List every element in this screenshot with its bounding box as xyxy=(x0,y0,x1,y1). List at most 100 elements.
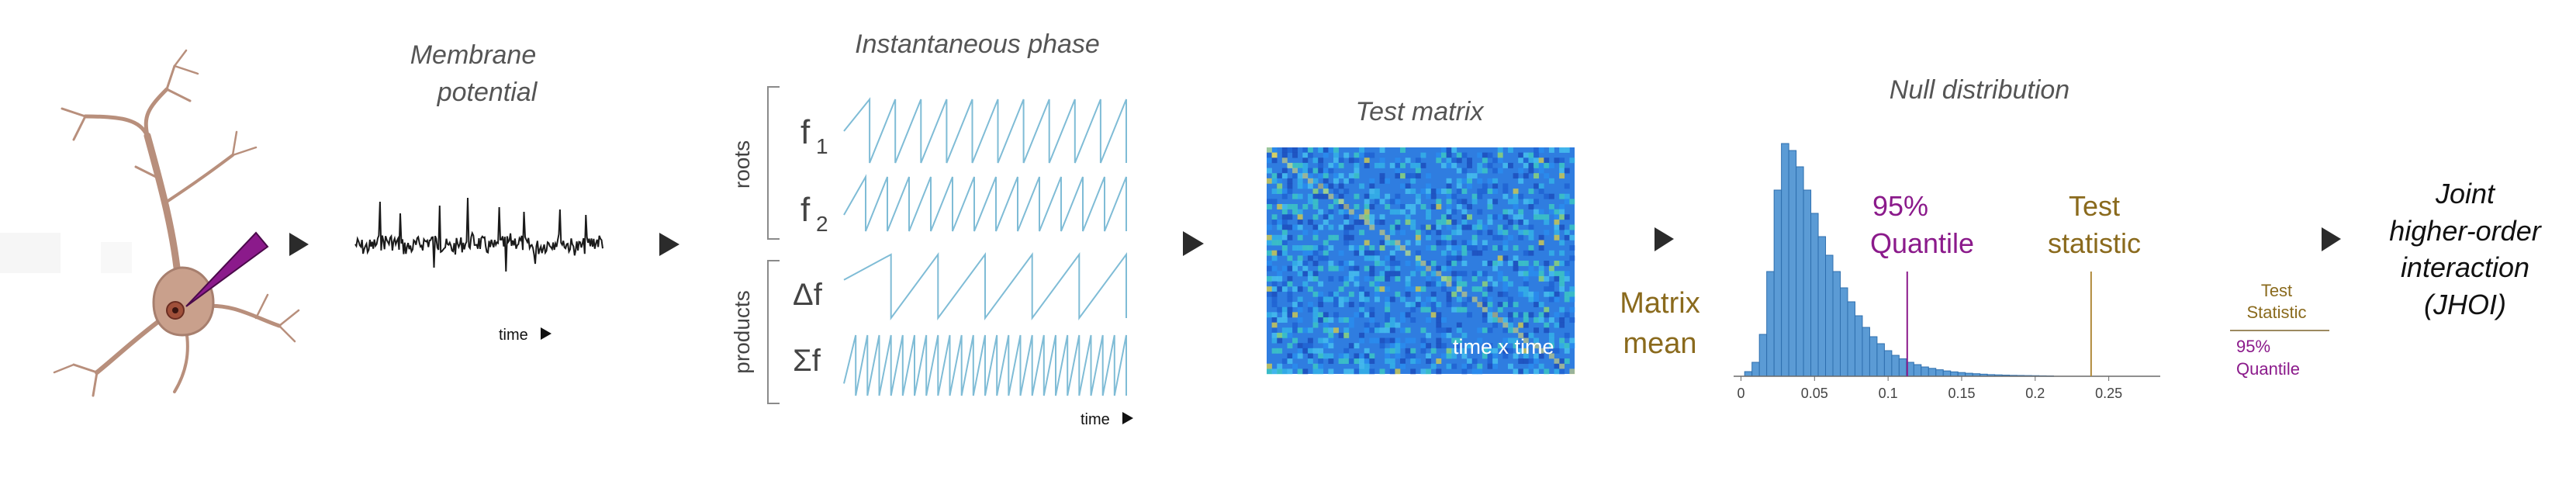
matrix-cell xyxy=(1281,332,1288,338)
matrix-cell xyxy=(1281,230,1288,236)
matrix-cell xyxy=(1502,348,1509,354)
membrane-time-label: time xyxy=(499,327,528,344)
matrix-cell xyxy=(1277,317,1283,323)
histogram-bar xyxy=(1751,362,1760,377)
matrix-cell xyxy=(1492,157,1499,164)
matrix-cell xyxy=(1312,193,1319,199)
matrix-cell xyxy=(1548,332,1554,338)
matrix-cell xyxy=(1569,234,1575,240)
matrix-cell xyxy=(1507,261,1513,266)
matrix-cell xyxy=(1292,204,1298,209)
matrix-cell xyxy=(1471,240,1478,246)
matrix-cell xyxy=(1502,327,1509,334)
matrix-cell xyxy=(1420,343,1426,349)
matrix-diagonal-cell xyxy=(1482,306,1488,313)
matrix-cell xyxy=(1312,224,1319,230)
matrix-cell xyxy=(1318,193,1324,199)
matrix-cell xyxy=(1415,230,1421,236)
matrix-cell xyxy=(1359,358,1365,365)
matrix-cell xyxy=(1467,157,1472,164)
matrix-cell xyxy=(1426,173,1432,179)
matrix-cell xyxy=(1323,317,1329,323)
matrix-cell xyxy=(1354,271,1360,277)
matrix-cell xyxy=(1471,286,1478,292)
matrix-cell xyxy=(1369,312,1375,318)
matrix-cell xyxy=(1559,214,1565,220)
matrix-cell xyxy=(1533,358,1539,365)
matrix-cell xyxy=(1564,296,1570,303)
matrix-cell xyxy=(1477,250,1483,256)
matrix-cell xyxy=(1451,255,1457,261)
matrix-cell xyxy=(1497,255,1503,261)
matrix-cell xyxy=(1513,199,1519,205)
matrix-cell xyxy=(1385,327,1391,334)
matrix-cell xyxy=(1436,369,1442,375)
matrix-cell xyxy=(1420,348,1426,354)
matrix-cell xyxy=(1318,162,1324,168)
matrix-cell xyxy=(1528,204,1534,209)
matrix-cell xyxy=(1267,250,1272,256)
matrix-cell xyxy=(1440,327,1447,334)
matrix-cell xyxy=(1430,245,1437,251)
matrix-cell xyxy=(1312,369,1319,375)
matrix-cell xyxy=(1436,358,1442,365)
matrix-cell xyxy=(1364,199,1370,205)
matrix-cell xyxy=(1477,224,1483,230)
matrix-cell xyxy=(1456,245,1462,251)
matrix-cell xyxy=(1359,291,1365,297)
matrix-cell xyxy=(1446,255,1452,261)
matrix-cell xyxy=(1533,261,1539,266)
matrix-cell xyxy=(1544,157,1550,164)
matrix-cell xyxy=(1548,348,1554,354)
matrix-cell xyxy=(1307,286,1313,292)
matrix-cell xyxy=(1374,261,1380,266)
matrix-cell xyxy=(1426,317,1432,323)
matrix-cell xyxy=(1297,168,1303,174)
matrix-cell xyxy=(1487,261,1493,266)
matrix-cell xyxy=(1318,369,1324,375)
matrix-cell xyxy=(1513,261,1519,266)
matrix-cell xyxy=(1538,271,1544,277)
matrix-cell xyxy=(1559,337,1565,344)
matrix-cell xyxy=(1379,327,1385,334)
matrix-cell xyxy=(1364,214,1370,220)
matrix-cell xyxy=(1544,219,1550,225)
null-histogram xyxy=(1744,143,2055,377)
matrix-cell xyxy=(1354,369,1360,375)
matrix-cell xyxy=(1292,322,1298,328)
matrix-cell xyxy=(1492,183,1499,189)
matrix-cell xyxy=(1328,162,1334,168)
matrix-cell xyxy=(1492,199,1499,205)
matrix-cell xyxy=(1513,265,1519,272)
matrix-cell xyxy=(1569,296,1575,303)
matrix-cell xyxy=(1482,224,1488,230)
matrix-cell xyxy=(1502,193,1509,199)
matrix-cell xyxy=(1410,189,1416,195)
matrix-cell xyxy=(1333,296,1339,303)
matrix-cell xyxy=(1523,358,1529,365)
matrix-cell xyxy=(1538,240,1544,246)
matrix-cell xyxy=(1518,291,1524,297)
matrix-cell xyxy=(1354,152,1360,158)
matrix-cell xyxy=(1564,199,1570,205)
matrix-cell xyxy=(1292,363,1298,369)
phase-trace-sigma-f xyxy=(843,334,1127,396)
matrix-cell xyxy=(1456,183,1462,189)
matrix-cell xyxy=(1518,178,1524,184)
matrix-cell xyxy=(1446,214,1452,220)
matrix-cell xyxy=(1281,369,1288,375)
matrix-cell xyxy=(1338,193,1344,199)
matrix-diagonal-cell xyxy=(1359,214,1365,220)
matrix-cell xyxy=(1548,281,1554,287)
matrix-cell xyxy=(1523,369,1529,375)
matrix-cell xyxy=(1281,281,1288,287)
matrix-cell xyxy=(1395,162,1401,168)
matrix-cell xyxy=(1544,312,1550,318)
histogram-bar xyxy=(1758,334,1768,377)
matrix-cell xyxy=(1513,369,1519,375)
matrix-cell xyxy=(1277,240,1283,246)
matrix-cell xyxy=(1461,348,1468,354)
matrix-cell xyxy=(1426,189,1432,195)
matrix-cell xyxy=(1292,337,1298,344)
matrix-cell xyxy=(1348,173,1354,179)
